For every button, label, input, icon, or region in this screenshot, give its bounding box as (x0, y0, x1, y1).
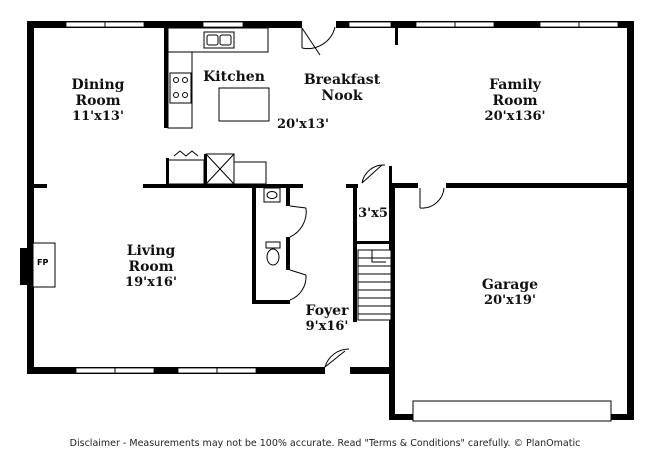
disclaimer-text: Disclaimer - Measurements may not be 100… (69, 438, 581, 449)
kitchen-nook-dims: 20'x13' (277, 117, 329, 132)
dining-name-1: Dining (71, 77, 125, 93)
foyer-label: Foyer 9'x16' (292, 303, 362, 335)
family-name-2: Room (492, 93, 538, 109)
kitchen-label: Kitchen (198, 69, 270, 85)
foyer-name: Foyer (305, 303, 349, 319)
family-name-1: Family (489, 77, 541, 93)
breakfast-name-2: Nook (321, 88, 363, 104)
dining-room-label: Dining Room 11'x13' (62, 77, 134, 125)
kitchen-name: Kitchen (203, 69, 265, 85)
family-dims: 20'x136' (484, 109, 546, 124)
dining-name-2: Room (75, 93, 121, 109)
kitchen-nook-dims-label: 20'x13' (268, 117, 338, 133)
interior-walls (27, 28, 634, 322)
living-name-1: Living (126, 243, 176, 259)
garage-door-inner (419, 187, 445, 209)
breakfast-nook-label: Breakfast Nook (298, 72, 386, 104)
nook-door (301, 26, 336, 56)
staircase (357, 249, 392, 321)
closet-label: 3'x5' (355, 206, 395, 222)
garage-dims: 20'x19' (484, 293, 536, 308)
living-dims: 19'x16' (125, 275, 177, 290)
garage-name: Garage (481, 277, 539, 293)
living-name-2: Room (128, 259, 174, 275)
closet-dims: 3'x5' (358, 206, 392, 221)
dining-dims: 11'x13' (72, 109, 124, 124)
family-room-label: Family Room 20'x136' (470, 77, 560, 125)
living-room-label: Living Room 19'x16' (115, 243, 187, 291)
garage-door (412, 400, 612, 422)
garage-label: Garage 20'x19' (472, 277, 548, 309)
closet-door (361, 164, 386, 184)
foyer-dims: 9'x16' (305, 319, 349, 334)
fireplace-label: FP (37, 258, 49, 267)
front-door (324, 348, 350, 368)
kitchen-fixtures (164, 27, 270, 129)
windows (65, 21, 619, 374)
breakfast-name-1: Breakfast (303, 72, 381, 88)
fireplace (20, 242, 56, 288)
bath-fixtures (263, 187, 307, 301)
